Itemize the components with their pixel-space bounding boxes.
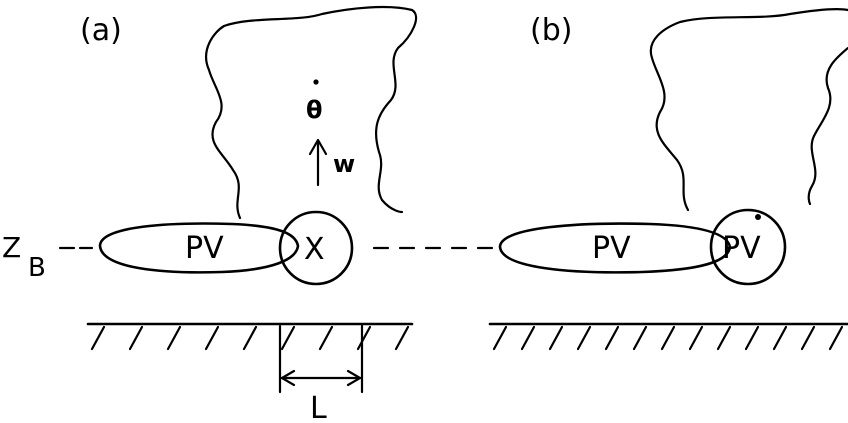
panel-a: (a) θ w Z B PV X bbox=[2, 7, 416, 423]
ground-hatch-b bbox=[494, 327, 842, 349]
panel-b: (b) PV PV bbox=[490, 9, 848, 349]
ground-hatch-a bbox=[92, 327, 408, 349]
theta-label: θ bbox=[306, 96, 323, 124]
cloud-plume-b-right-edge bbox=[809, 48, 848, 204]
w-label: w bbox=[333, 150, 355, 178]
circle-x-label: X bbox=[304, 232, 325, 267]
pv-label-b: PV bbox=[592, 231, 631, 266]
zb-label: Z bbox=[2, 231, 21, 264]
panel-b-label: (b) bbox=[530, 13, 572, 48]
cloud-plume-b bbox=[651, 9, 848, 210]
panel-a-label: (a) bbox=[80, 13, 122, 48]
circle-pv-label: PV bbox=[722, 231, 761, 266]
length-label: L bbox=[310, 391, 327, 423]
pv-label-a: PV bbox=[185, 231, 224, 266]
theta-dot bbox=[313, 79, 318, 84]
zb-subscript: B bbox=[28, 253, 46, 283]
pv-tendency-dot bbox=[755, 214, 761, 220]
